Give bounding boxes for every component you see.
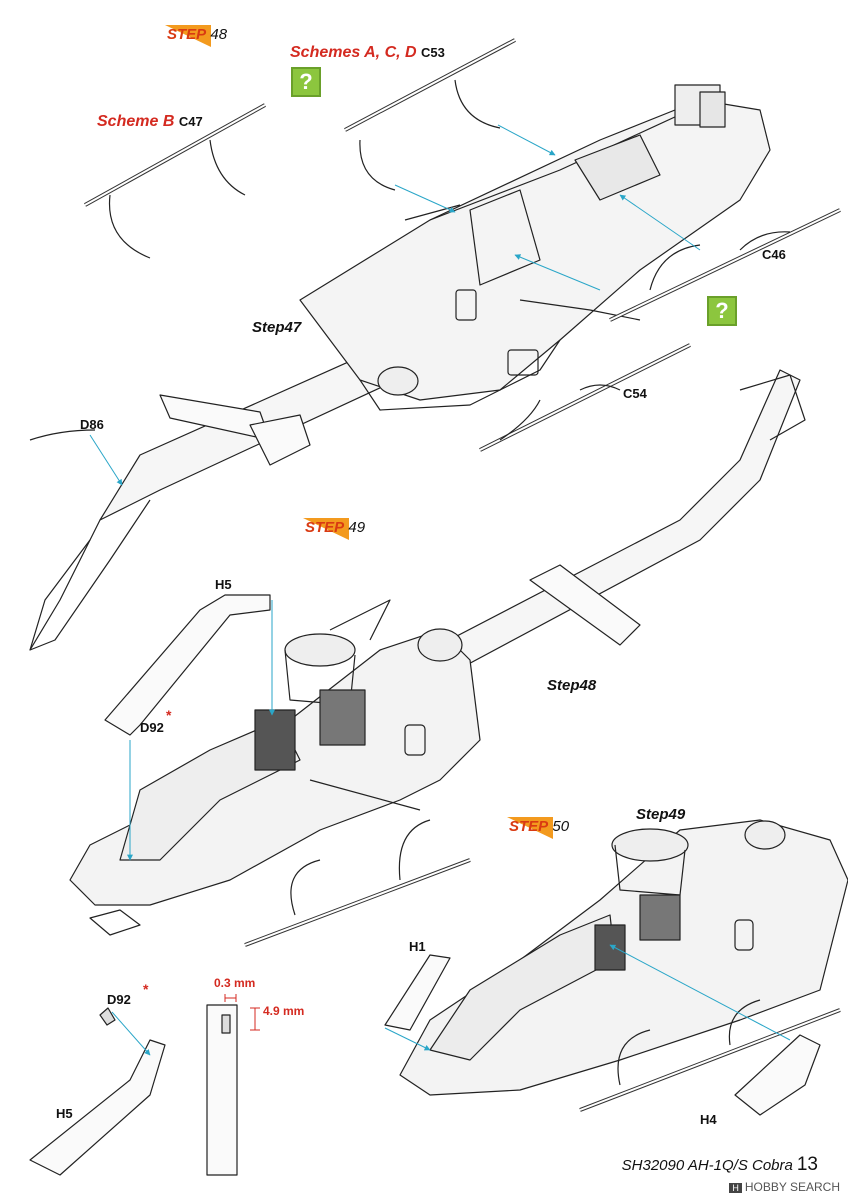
step-ref-47: Step47 — [252, 319, 302, 336]
skid-c47 — [84, 103, 266, 259]
scheme-b-name: Scheme B — [97, 113, 175, 130]
question-mark-icon: ? — [291, 67, 321, 97]
question-mark-icon-2: ? — [707, 296, 737, 326]
step48-helicopter — [29, 84, 771, 651]
canopy-h5-top — [104, 594, 271, 736]
measure-height: 4.9 mm — [263, 1004, 305, 1018]
step-49-number: 49 — [348, 519, 366, 536]
page-number: 13 — [796, 1154, 818, 1175]
footer-title: SH32090 AH-1Q/S Cobra — [621, 1157, 793, 1174]
step-ref-49: Step49 — [636, 806, 686, 823]
assembly-arrows — [89, 124, 791, 1056]
windscreen-h1 — [384, 954, 451, 1031]
step-ref-48: Step48 — [547, 677, 597, 694]
skid-c54 — [479, 343, 691, 452]
watermark-text: HOBBY SEARCH — [744, 1180, 840, 1194]
measure-width: 0.3 mm — [214, 976, 256, 990]
part-label-c46: C46 — [762, 247, 786, 262]
asterisk-d92-bottom: * — [143, 981, 149, 997]
scheme-acd-name: Schemes A, C, D — [290, 44, 417, 61]
step50-helicopter — [399, 819, 848, 1112]
asterisk-d92-top: * — [166, 707, 172, 723]
step-48-word: STEP — [167, 26, 207, 43]
skid-c53 — [344, 38, 516, 191]
step-49-word: STEP — [305, 519, 345, 536]
part-d92-bottom — [99, 1007, 116, 1026]
part-label-h5-top: H5 — [215, 577, 232, 592]
part-label-h4: H4 — [700, 1112, 717, 1127]
part-label-c53: C53 — [421, 45, 445, 60]
scheme-acd-label: Schemes A, C, D C53 — [290, 44, 445, 62]
step-50-word: STEP — [509, 818, 549, 835]
part-label-h5-bottom: H5 — [56, 1106, 73, 1121]
part-d86 — [29, 429, 96, 441]
part-label-d86: D86 — [80, 417, 104, 432]
step-50-number: 50 — [552, 818, 570, 835]
panel-h4 — [734, 1034, 821, 1116]
watermark-logo-icon: H — [729, 1183, 742, 1193]
part-label-c54: C54 — [623, 386, 647, 401]
canopy-h5-bottom — [29, 1039, 166, 1176]
part-label-d92-top: D92 — [140, 720, 164, 735]
scheme-b-label: Scheme B C47 — [97, 113, 203, 131]
measure-lines — [224, 994, 260, 1031]
part-label-c47: C47 — [178, 114, 203, 129]
step49-helicopter — [69, 369, 806, 947]
part-label-d92-bottom: D92 — [107, 992, 131, 1007]
skid-c46 — [609, 208, 841, 322]
step-48-number: 48 — [210, 26, 228, 43]
part-label-h1: H1 — [409, 939, 426, 954]
